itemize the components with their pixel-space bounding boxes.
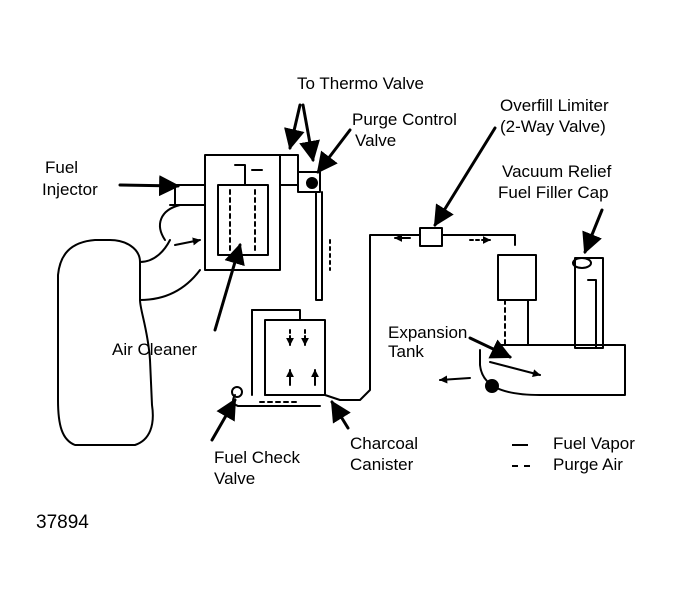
label-fuel-injector: Fuel — [45, 158, 79, 177]
label-air-cleaner: Air Cleaner — [112, 340, 198, 359]
legend-dashed-line — [512, 465, 530, 467]
purge-control-arrow — [316, 128, 352, 174]
check-valve-line — [232, 234, 421, 407]
label-to-thermo-valve: To Thermo Valve — [297, 74, 424, 93]
legend-purge-air: Purge Air — [553, 455, 623, 474]
overfill-arrow — [433, 126, 497, 227]
label-vacuum-relief: Vacuum Relief — [502, 162, 612, 181]
expansion-arrow — [468, 336, 512, 359]
overfill-limiter-shape — [394, 227, 516, 247]
charcoal-canister-shape — [251, 309, 326, 396]
label-tank: Tank — [388, 342, 424, 361]
to-thermo-arrow-right — [299, 103, 320, 163]
throttle-body — [159, 154, 281, 271]
check-valve-arrow — [210, 398, 237, 442]
label-purge-control-2: Valve — [355, 131, 397, 150]
label-expansion: Expansion — [388, 323, 468, 342]
canister-arrow — [330, 400, 351, 430]
label-overfill-limiter-2: (2-Way Valve) — [500, 117, 606, 136]
fuel-injector-arrow — [118, 175, 181, 197]
purge-line — [315, 191, 323, 301]
label-overfill-limiter: Overfill Limiter — [500, 96, 609, 115]
label-canister: Canister — [350, 455, 414, 474]
purge-control-valve-shape — [279, 154, 321, 193]
air-cleaner-arrow — [213, 242, 245, 332]
vacuum-relief-arrow — [582, 208, 604, 254]
intake-runner — [139, 239, 201, 301]
legend-fuel-vapor: Fuel Vapor — [553, 434, 635, 453]
label-fuel-check: Fuel Check — [214, 448, 300, 467]
figure-number: 37894 — [36, 512, 89, 533]
label-fuel-injector-2: Injector — [42, 180, 98, 199]
label-fuel-filler-cap: Fuel Filler Cap — [498, 183, 609, 202]
legend-solid-line — [512, 444, 528, 446]
label-fuel-check-2: Valve — [214, 469, 256, 488]
to-thermo-arrow-left — [284, 103, 305, 151]
label-charcoal: Charcoal — [350, 434, 419, 453]
engine-outline — [57, 239, 154, 446]
fuel-tank-shape — [439, 254, 626, 396]
label-purge-control: Purge Control — [352, 110, 457, 129]
